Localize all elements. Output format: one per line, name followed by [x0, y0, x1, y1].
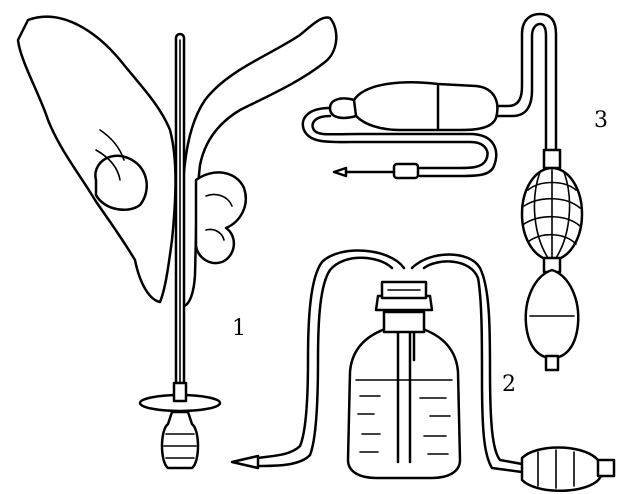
label-2: 2	[502, 374, 516, 396]
bottle-body	[348, 328, 460, 478]
hands-with-tube-illustration	[18, 17, 336, 468]
right-fingers	[196, 172, 246, 263]
bottle-neck	[384, 312, 424, 332]
hand-bulb	[526, 270, 579, 358]
cylinder	[353, 82, 498, 130]
label-3: 3	[594, 110, 608, 132]
cylinder-nose	[330, 98, 356, 118]
label-1: 1	[232, 318, 246, 340]
rubber-bulb-small	[162, 412, 198, 468]
nozzle-tip	[232, 456, 258, 468]
insufflator-apparatus	[303, 14, 582, 370]
left-thumb	[95, 156, 146, 210]
right-hand	[181, 17, 337, 306]
rubber-bulb-large	[522, 448, 602, 491]
needle-hub	[394, 164, 418, 178]
left-hand	[18, 17, 176, 302]
